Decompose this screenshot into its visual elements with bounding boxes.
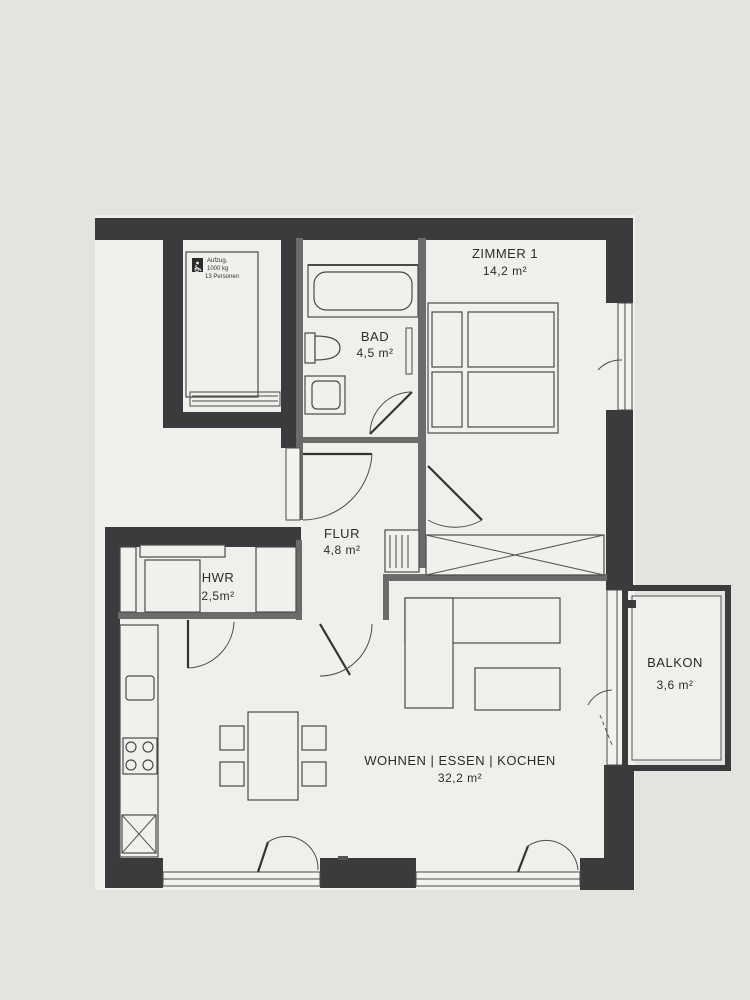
- room-name-hwr: HWR: [202, 570, 235, 585]
- wall-hwr-bottom: [118, 612, 302, 619]
- utility-room: HWR 2,5m²: [119, 544, 297, 669]
- wall-left-top: [105, 527, 301, 547]
- wall-zimmer-bottom: [426, 574, 607, 578]
- bathtub-inner: [313, 271, 413, 311]
- wall-shaft-left: [163, 238, 183, 428]
- wall-bottom-middle: [320, 858, 416, 888]
- balcony-door-swing: [599, 714, 613, 746]
- bed-pillow-right: [431, 371, 463, 428]
- bed-blanket-left: [467, 311, 555, 368]
- wall-bad-zimmer: [418, 238, 426, 568]
- room-area-bad: 4,5 m²: [356, 346, 393, 360]
- bedroom-door-leaf: [427, 465, 483, 521]
- utility-side-cabinet: [119, 546, 137, 613]
- living-door-leaf: [319, 623, 351, 676]
- bathroom-door-arc: [369, 391, 413, 435]
- balcony-railing: [622, 585, 731, 771]
- room-name-zimmer1: ZIMMER 1: [472, 246, 538, 261]
- elevator-label-line3: 13 Personen: [205, 274, 239, 280]
- room-area-balkon: 3,6 m²: [656, 678, 693, 692]
- balcony-floor: [631, 595, 722, 761]
- chair: [301, 761, 327, 787]
- toilet-tank: [304, 332, 316, 364]
- balcony-door-arc: [587, 689, 613, 706]
- room-area-hwr: 2,5m²: [201, 589, 234, 603]
- hallway: FLUR 4,8 m²: [285, 447, 420, 573]
- elevator-cabin: [185, 251, 259, 398]
- bedroom-door-arc: [427, 519, 483, 528]
- wall-bottom-left: [105, 858, 163, 888]
- bathtub: [307, 264, 419, 318]
- bedroom: ZIMMER 1 14,2 m²: [425, 246, 633, 576]
- room-name-wohnen: WOHNEN | ESSEN | KOCHEN: [364, 753, 556, 768]
- utility-shelf: [139, 544, 226, 558]
- coffee-table: [474, 667, 561, 711]
- radiator-marker: [338, 856, 348, 860]
- bedroom-window-arc: [597, 359, 623, 371]
- wall-bottom-right: [580, 858, 634, 890]
- terrace-door-right-arc: [527, 839, 579, 871]
- wall-hwr-flur: [296, 540, 302, 620]
- bathroom: BAD 4,5 m²: [304, 264, 419, 435]
- wall-top: [95, 218, 633, 240]
- elevator-label-line1: Aufzug,: [207, 258, 228, 264]
- kitchen-sink: [125, 675, 155, 701]
- wall-bad-left: [296, 238, 303, 520]
- dining-table: [247, 711, 299, 801]
- washing-machine: [144, 559, 201, 613]
- room-area-flur: 4,8 m²: [323, 543, 360, 557]
- room-area-wohnen: 32,2 m²: [438, 771, 482, 785]
- utility-door-arc: [187, 621, 235, 669]
- chair: [219, 725, 245, 751]
- bathroom-door-leaf: [369, 391, 413, 435]
- wall-bad-bottom: [298, 437, 420, 443]
- bed-blanket-right: [467, 371, 555, 428]
- chair: [219, 761, 245, 787]
- bathroom-towel-rail: [405, 327, 413, 375]
- bed-pillow-left: [431, 311, 463, 368]
- wall-shaft-right: [281, 238, 298, 448]
- wall-shaft-bottom: [163, 412, 296, 428]
- elevator-label-line2: 1000 kg: [207, 266, 228, 272]
- hallway-entry-frame: [285, 447, 301, 521]
- entry-door-arc: [302, 453, 373, 521]
- stove-icon: [122, 737, 158, 775]
- elevator-door: [189, 391, 281, 407]
- elevator: Aufzug, 1000 kg 13 Personen: [185, 251, 281, 407]
- washbasin: [304, 375, 346, 415]
- room-name-flur: FLUR: [324, 526, 360, 541]
- chair: [301, 725, 327, 751]
- utility-cabinet: [255, 546, 297, 613]
- terrace-door-right-leaf: [516, 845, 530, 873]
- wheelchair-icon: [192, 258, 203, 272]
- living-door-arc: [319, 623, 373, 677]
- walls: [95, 218, 634, 890]
- wall-right-upper: [606, 218, 633, 303]
- sofa-chaise: [404, 597, 454, 709]
- room-area-zimmer1: 14,2 m²: [483, 264, 527, 278]
- washbasin-bowl: [311, 380, 341, 410]
- wall-left: [105, 527, 120, 877]
- room-name-balkon: BALKON: [647, 655, 703, 670]
- wall-flur-step: [383, 574, 389, 620]
- balcony: BALKON 3,6 m²: [622, 585, 731, 771]
- terrace-door-left-arc: [267, 835, 319, 871]
- toilet-bowl: [314, 335, 341, 361]
- room-name-bad: BAD: [361, 329, 389, 344]
- terrace-door-left-leaf: [256, 841, 270, 873]
- wall-right-middle: [606, 410, 633, 590]
